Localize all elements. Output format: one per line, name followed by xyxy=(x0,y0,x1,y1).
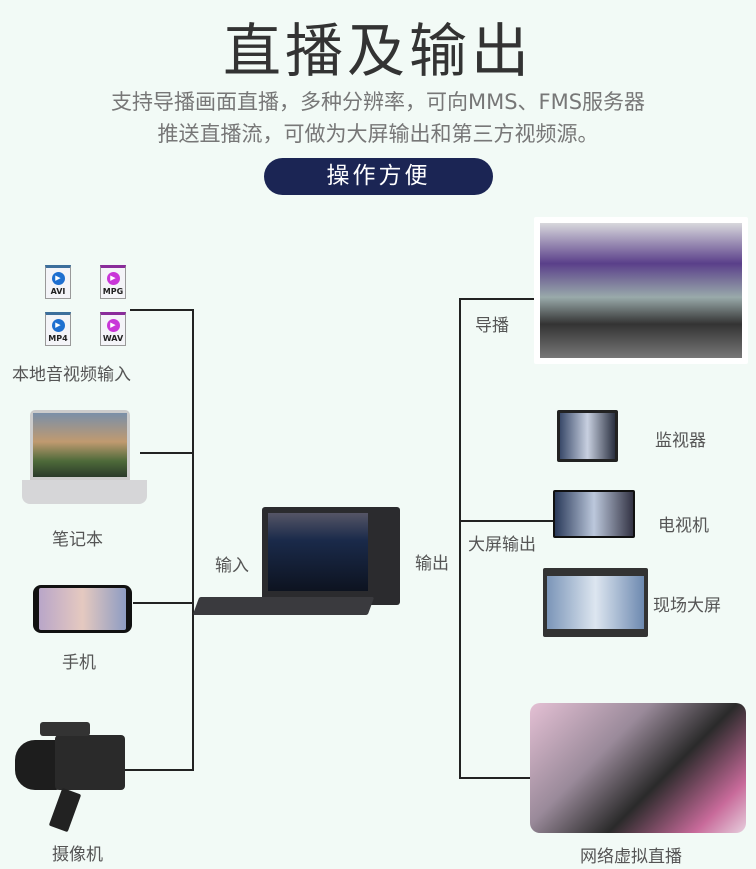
mpg-file-icon: ▶MPG xyxy=(100,265,126,299)
wav-file-icon: ▶WAV xyxy=(100,312,126,346)
avi-file-icon: ▶AVI xyxy=(45,265,71,299)
virtual-live-image xyxy=(530,703,746,833)
tv-image xyxy=(553,490,635,538)
virtual-live-label: 网络虚拟直播 xyxy=(580,847,682,867)
connector-line xyxy=(140,452,193,454)
director-label: 导播 xyxy=(475,316,509,336)
laptop-image xyxy=(30,410,130,480)
mp4-file-icon: ▶MP4 xyxy=(45,312,71,346)
director-room-image xyxy=(534,217,748,364)
connector-line xyxy=(133,602,193,604)
description-line-2: 推送直播流，可做为大屏输出和第三方视频源。 xyxy=(157,122,599,146)
broadcast-device-image xyxy=(262,507,400,605)
camera-handle xyxy=(40,722,90,736)
monitor-image xyxy=(557,410,618,462)
description-line-1: 支持导播画面直播，多种分辨率，可向MMS、FMS服务器 xyxy=(110,90,646,114)
phone-label: 手机 xyxy=(62,653,96,673)
page-title: 直播及输出 xyxy=(222,17,533,85)
camera-lens xyxy=(15,740,60,790)
laptop-keyboard xyxy=(22,480,147,504)
phone-image xyxy=(33,585,132,633)
video-wall-label: 现场大屏 xyxy=(653,596,721,616)
connector-line xyxy=(459,777,531,779)
feature-pill: 操作方便 xyxy=(264,158,493,195)
connector-line xyxy=(459,298,461,779)
local-av-label: 本地音视频输入 xyxy=(12,365,131,385)
input-label: 输入 xyxy=(215,556,249,576)
camera-label: 摄像机 xyxy=(52,845,103,865)
camera-body xyxy=(55,735,125,790)
video-wall-image xyxy=(543,568,648,637)
connector-line xyxy=(192,309,194,771)
connector-line xyxy=(130,309,193,311)
connector-line xyxy=(459,520,553,522)
output-label: 输出 xyxy=(415,554,449,574)
connector-line xyxy=(459,298,535,300)
connector-line xyxy=(120,769,193,771)
device-keyboard xyxy=(192,597,375,615)
bigscreen-output-label: 大屏输出 xyxy=(468,535,536,555)
monitor-label: 监视器 xyxy=(655,431,706,451)
camera-grip xyxy=(48,787,82,833)
laptop-label: 笔记本 xyxy=(52,530,103,550)
tv-label: 电视机 xyxy=(658,516,709,536)
